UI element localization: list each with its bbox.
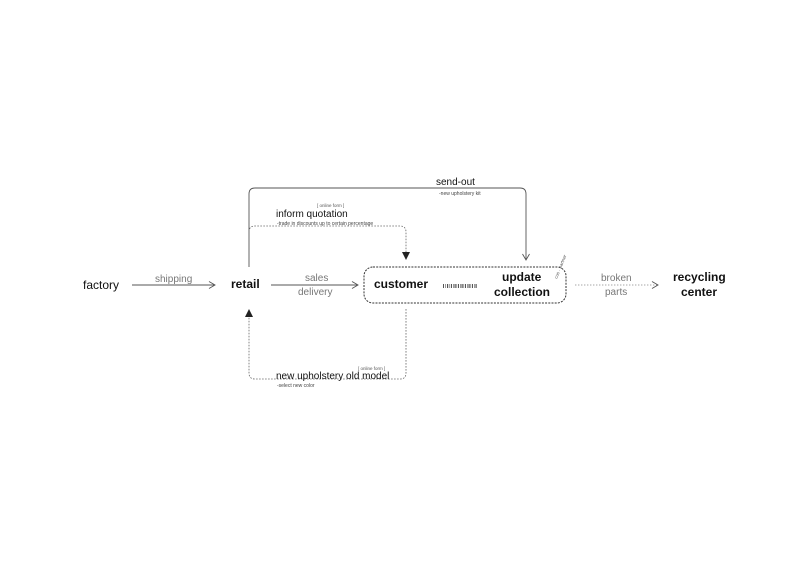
edge-upholstery-path <box>248 309 407 380</box>
edge-inform-arrowhead <box>402 252 410 260</box>
edge-shipping-label: shipping <box>155 274 192 285</box>
edge-upholstery-tag: [ online form ] <box>358 366 385 371</box>
edge-inform-label: inform quotation <box>276 209 348 220</box>
edge-inform-tag: [ online form ] <box>317 203 344 208</box>
node-collection-line-2: collection <box>494 285 550 299</box>
edge-delivery-label: delivery <box>298 287 332 298</box>
customer-hub-box <box>363 266 567 304</box>
node-retail: retail <box>231 277 260 291</box>
node-recycling-line-1: recycling <box>673 270 726 284</box>
edge-send-out-note: -new upholstery kit <box>439 191 481 197</box>
edge-upholstery-label: new upholstery old model <box>276 371 389 382</box>
hub-tag: cus · partner <box>553 254 567 280</box>
node-update-line-1: update <box>502 270 542 284</box>
edge-send-out-path <box>248 187 527 267</box>
node-customer: customer <box>374 277 428 291</box>
edge-broken-label: broken <box>601 273 632 284</box>
edge-broken-arrowhead <box>651 281 659 289</box>
edge-parts-label: parts <box>605 287 627 298</box>
edge-sales-arrowhead <box>351 281 359 289</box>
barcode-divider <box>443 284 477 288</box>
edge-sales-label: sales <box>305 273 328 284</box>
node-center-line-2: center <box>681 285 717 299</box>
node-factory: factory <box>83 278 119 292</box>
edge-upholstery-note: -select new color <box>277 383 315 389</box>
edge-send-out-label: send-out <box>436 177 475 188</box>
edge-inform-path <box>248 225 407 253</box>
edge-send-out-arrowhead <box>522 253 530 261</box>
edge-shipping-arrowhead <box>208 281 216 289</box>
edge-inform-note: -trade in discounts up to certain percen… <box>277 221 373 227</box>
edge-upholstery-arrowhead <box>245 309 253 317</box>
